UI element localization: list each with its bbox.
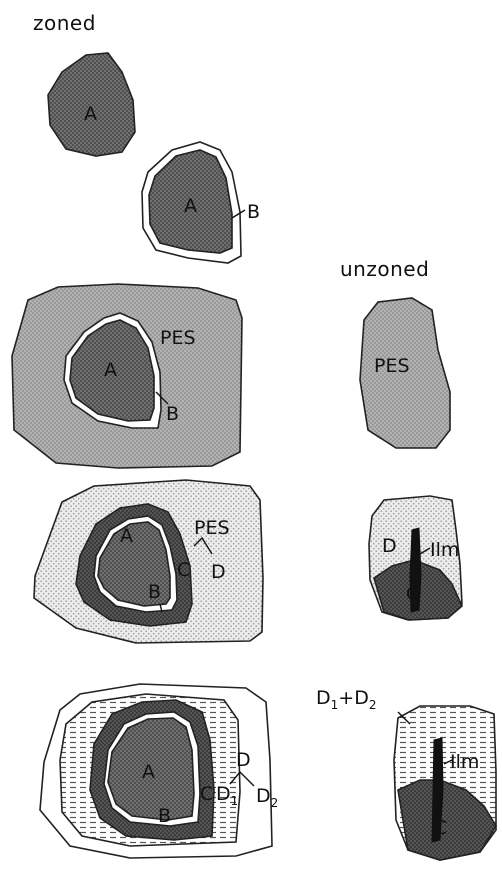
- unzoned-heading: unzoned: [340, 257, 429, 281]
- zoned-stage-3: A PES B: [12, 284, 242, 468]
- label-A: A: [120, 525, 133, 547]
- label-D: D: [382, 535, 397, 557]
- label-PES: PES: [160, 327, 196, 349]
- label-B: B: [166, 403, 179, 425]
- label-Ilm: Ilm: [430, 539, 459, 561]
- label-C: C: [200, 783, 213, 805]
- label-C: C: [406, 583, 419, 605]
- label-A: A: [84, 103, 97, 125]
- label-D: D: [236, 749, 251, 771]
- label-D: D: [211, 561, 226, 583]
- label-D1-plus-D2: D1+D2: [316, 687, 376, 712]
- zoned-stage-1: A: [48, 53, 135, 156]
- label-B: B: [148, 581, 161, 603]
- zoned-stage-5: A B C D D1 D2: [40, 684, 278, 858]
- label-B: B: [247, 201, 260, 223]
- label-PES: PES: [374, 355, 410, 377]
- label-C: C: [434, 817, 447, 839]
- unzoned-stage-3: D1+D2 Ilm C: [316, 687, 496, 860]
- label-PES: PES: [194, 517, 230, 539]
- label-A: A: [104, 359, 117, 381]
- zoned-stage-4: A B PES C D: [34, 480, 263, 643]
- zoned-heading: zoned: [33, 11, 96, 35]
- label-A: A: [184, 195, 197, 217]
- label-C: C: [177, 559, 190, 581]
- label-B: B: [158, 805, 171, 827]
- zoned-stage-2: A B: [142, 142, 260, 263]
- label-Ilm: Ilm: [450, 751, 479, 773]
- label-A: A: [142, 761, 155, 783]
- label-D2: D2: [256, 785, 278, 810]
- unzoned-stage-1: PES: [360, 298, 450, 448]
- unzoned-stage-2: D Ilm C: [369, 496, 462, 620]
